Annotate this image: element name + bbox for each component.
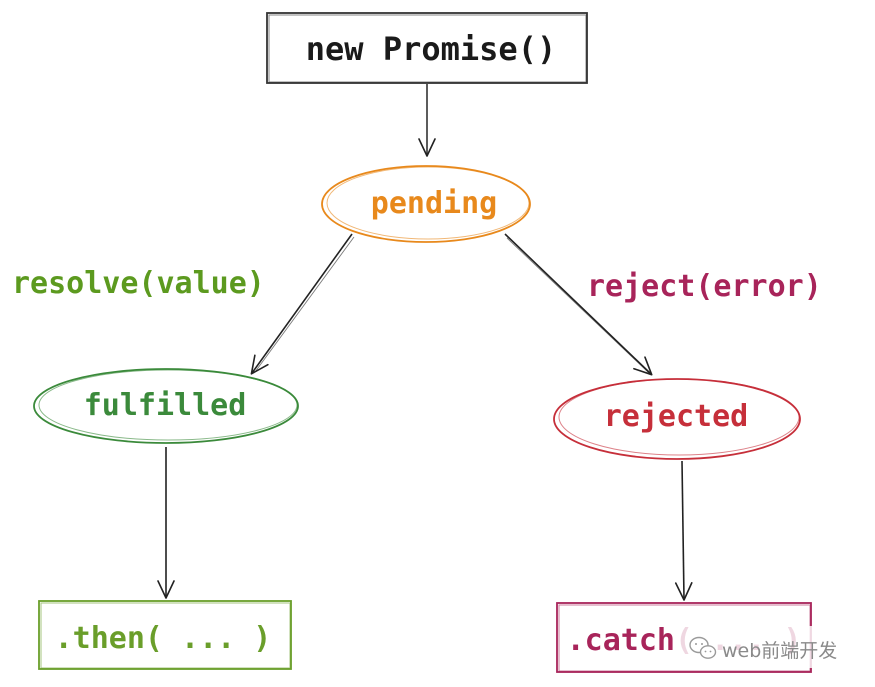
constructor-label: new Promise() <box>306 30 556 68</box>
then-node: .then( ... ) <box>38 600 292 670</box>
resolve-edge-label: resolve(value) <box>12 266 265 301</box>
fulfilled-label: fulfilled <box>84 388 247 423</box>
rejected-node: rejected <box>553 378 801 460</box>
pending-label: pending <box>371 186 497 221</box>
then-label: .then( ... ) <box>55 621 272 656</box>
watermark-label: web前端开发 <box>722 640 837 662</box>
arrow-pending-rejected <box>504 233 653 376</box>
reject-edge-label: reject(error) <box>587 269 822 304</box>
arrow-pending-fulfilled <box>250 233 353 375</box>
constructor-node: new Promise() <box>266 12 588 84</box>
wechat-icon <box>689 636 717 659</box>
fulfilled-node: fulfilled <box>33 368 299 444</box>
pending-node: pending <box>321 165 531 243</box>
arrow-rejected-catch <box>674 460 693 601</box>
watermark: web前端开发 <box>677 626 857 668</box>
rejected-label: rejected <box>604 399 749 434</box>
